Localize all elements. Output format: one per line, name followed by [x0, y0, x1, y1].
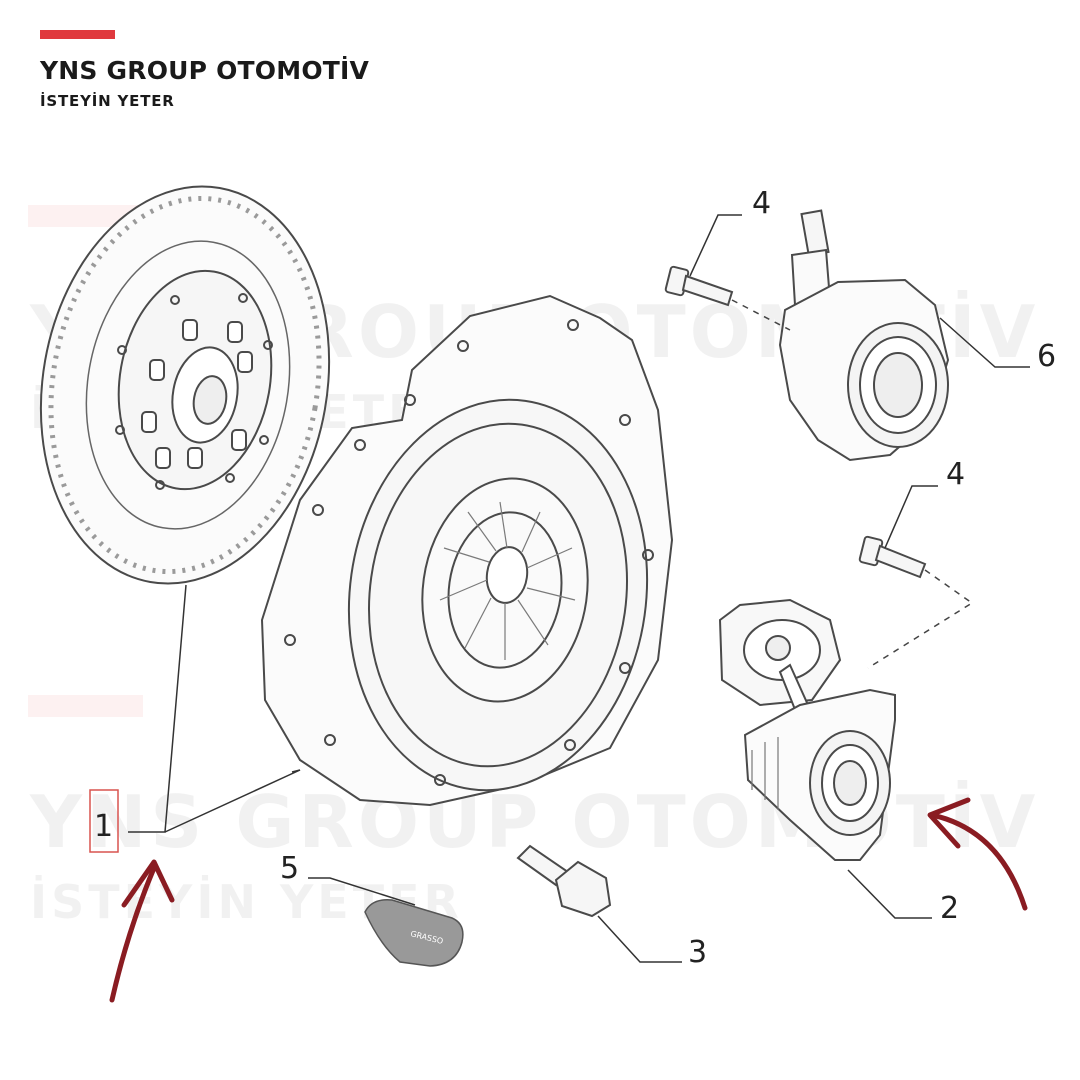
- callout-part-6: 6: [1037, 339, 1056, 374]
- brand-tagline: İSTEYİN YETER: [40, 92, 175, 110]
- pressure-plate: [260, 294, 674, 807]
- highlight-arrow-left: [109, 859, 175, 1003]
- clutch-disc: [39, 185, 331, 585]
- leader-line-part-1: [128, 584, 301, 833]
- callout-part-5: 5: [280, 851, 299, 886]
- brand-accent-bar: [40, 30, 115, 39]
- watermark-bar: [28, 695, 143, 717]
- bolt-part-3: [516, 844, 612, 918]
- grease-tube: GRASSO: [364, 899, 464, 967]
- bolt-part-4-top: [664, 265, 734, 307]
- callout-part-4-mid: 4: [946, 457, 965, 492]
- callout-part-2: 2: [940, 891, 959, 926]
- watermark-bar: [28, 205, 143, 227]
- brand-title: YNS GROUP OTOMOTİV: [40, 56, 370, 85]
- leader-line-pressure-plate: [291, 769, 301, 773]
- leader-lines: [308, 214, 1030, 963]
- hydraulic-release-bearing-top: [778, 209, 950, 462]
- highlight-box-part-1: [89, 789, 119, 853]
- highlight-arrow-right: [927, 797, 1028, 911]
- callout-part-3: 3: [688, 935, 707, 970]
- bolt-part-4-mid: [858, 535, 927, 579]
- callout-part-4-top: 4: [752, 186, 771, 221]
- concentric-slave-cylinder: [718, 598, 896, 861]
- callout-part-1: 1: [94, 809, 113, 844]
